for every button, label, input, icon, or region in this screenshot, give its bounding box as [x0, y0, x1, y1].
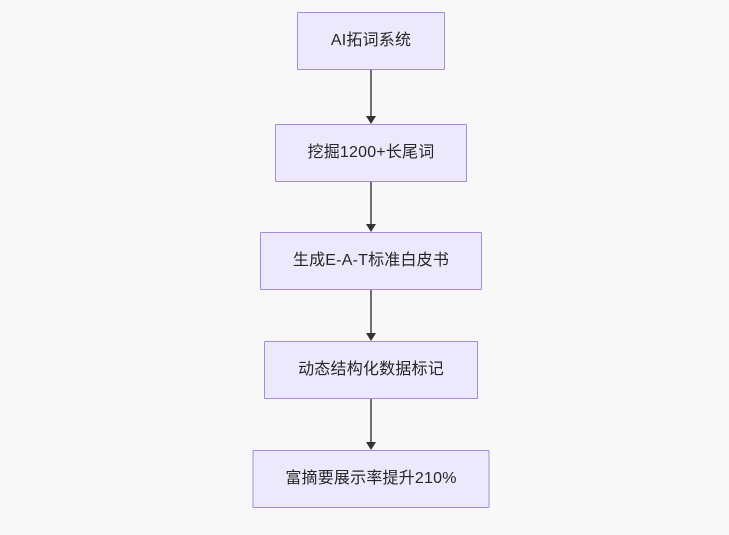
- edge-line: [370, 399, 372, 443]
- edge-connector: [365, 399, 377, 450]
- flowchart-node-n4[interactable]: 动态结构化数据标记: [264, 341, 478, 399]
- edge-line: [370, 70, 372, 117]
- arrow-down-icon: [366, 224, 376, 232]
- edge-line: [370, 182, 372, 225]
- flowchart-node-n1[interactable]: AI拓词系统: [297, 12, 445, 70]
- flowchart-node-n2[interactable]: 挖掘1200+长尾词: [275, 124, 467, 182]
- flowchart-node-label: AI拓词系统: [330, 32, 412, 50]
- flowchart-node-label: 挖掘1200+长尾词: [307, 144, 435, 162]
- arrow-down-icon: [366, 442, 376, 450]
- flowchart-node-n5[interactable]: 富摘要展示率提升210%: [252, 450, 490, 508]
- edge-connector: [365, 182, 377, 232]
- flowchart-node-label: 生成E-A-T标准白皮书: [292, 252, 450, 270]
- edge-line: [370, 290, 372, 334]
- arrow-down-icon: [366, 116, 376, 124]
- edge-connector: [365, 290, 377, 341]
- flowchart-node-label: 富摘要展示率提升210%: [285, 470, 457, 488]
- arrow-down-icon: [366, 333, 376, 341]
- flowchart-node-label: 动态结构化数据标记: [298, 361, 444, 379]
- flowchart-node-n3[interactable]: 生成E-A-T标准白皮书: [260, 232, 482, 290]
- edge-connector: [365, 70, 377, 124]
